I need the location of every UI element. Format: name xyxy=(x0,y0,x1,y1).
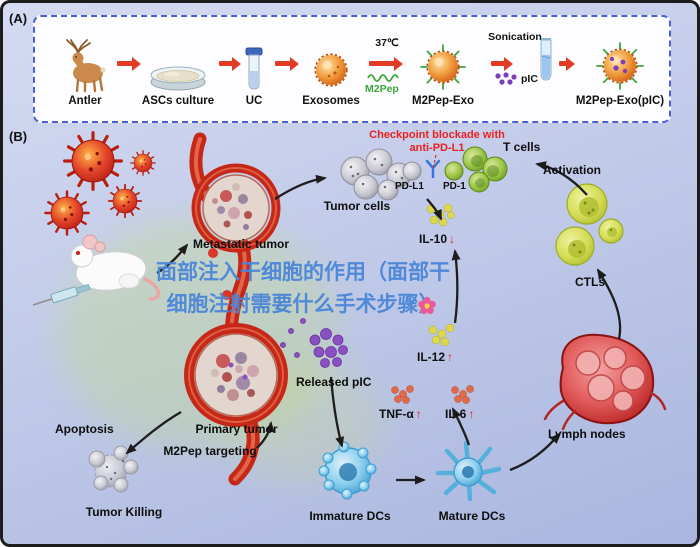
activation-label: Activation xyxy=(543,163,602,177)
il-6-label: IL-6↑ xyxy=(445,407,474,421)
apoptosis-label: Apoptosis xyxy=(55,422,114,436)
tnf-dots-icon xyxy=(391,385,414,404)
panel-b-label: (B) xyxy=(9,129,28,144)
step-label: UC xyxy=(245,95,263,107)
deer-icon xyxy=(47,33,123,93)
step-label: Exosomes xyxy=(302,95,360,107)
immature-dcs-label: Immature DCs xyxy=(309,509,391,523)
lymph-nodes-label: Lymph nodes xyxy=(548,427,626,441)
il-10-label: IL-10↓ xyxy=(419,232,455,246)
red-arrow-icon xyxy=(117,56,141,71)
step-label: M2Pep-Exo xyxy=(412,95,474,107)
up-arrow-icon: ↑ xyxy=(468,407,475,421)
tumor-cells-icon xyxy=(340,148,412,201)
watermark-text: 面部注入干细胞的作用（面部干细胞注射需要什么手术步骤） xyxy=(156,261,450,316)
petri-dish-icon xyxy=(135,33,221,93)
mouse-icon xyxy=(69,234,161,301)
m2pep-label: M2Pep xyxy=(365,83,399,95)
panel-a-label: (A) xyxy=(9,11,28,26)
green-glow xyxy=(58,218,338,448)
exosome-icon xyxy=(293,33,369,93)
centrifuge-tube-icon xyxy=(231,33,277,93)
tnf-alpha-label: TNF-α↑ xyxy=(379,407,422,421)
tumor-cells-label: Tumor cells xyxy=(323,199,391,213)
ctls-label: CTLs xyxy=(575,275,605,289)
sonication-label: Sonication xyxy=(488,31,542,43)
lymph-node-icon xyxy=(543,333,667,431)
cytokine-name: IL-6 xyxy=(445,407,467,421)
released-pic-icon xyxy=(280,318,348,368)
primary-tumor-icon xyxy=(194,333,278,417)
il-12-label: IL-12↑ xyxy=(417,350,453,364)
pic-dots-icon xyxy=(493,71,521,92)
step-label: Antler xyxy=(68,95,102,107)
m2pep-exosome-icon xyxy=(399,33,487,93)
step-antler: Antler xyxy=(47,33,123,107)
pic-label: pIC xyxy=(521,73,538,85)
red-arrow-icon xyxy=(275,56,299,71)
up-arrow-icon: ↑ xyxy=(415,407,422,421)
primary-tumor-label: Primary tumor xyxy=(195,422,278,436)
flower-icon xyxy=(417,296,437,321)
red-arrow-icon xyxy=(369,56,403,71)
step-m2pep-exo: M2Pep-Exo xyxy=(399,33,487,107)
red-arrow-icon xyxy=(219,56,241,71)
pd-l1-pd-1-icon xyxy=(402,154,464,181)
antibody-icon xyxy=(425,159,441,179)
pd-1-label: PD-1 xyxy=(443,181,466,192)
il-10-dots-icon xyxy=(426,203,455,227)
mature-dc-icon xyxy=(435,440,502,502)
m2pep-exosome-pic-icon xyxy=(569,33,671,93)
ctls-icon xyxy=(555,183,624,266)
step-ascs-culture: ASCs culture xyxy=(135,33,221,107)
step-uc: UC xyxy=(231,33,277,107)
cytokine-name: TNF-α xyxy=(379,407,414,421)
sonication-tube-icon xyxy=(535,37,557,88)
metastatic-tumor-label: Metastatic tumor xyxy=(192,237,290,251)
cytokine-name: IL-12 xyxy=(417,350,446,364)
m2pep-targeting-label: M2Pep targeting xyxy=(163,444,257,458)
red-arrow-icon xyxy=(491,56,513,71)
up-arrow-icon: ↑ xyxy=(447,350,454,364)
tumor-killing-label: Tumor Killing xyxy=(85,505,163,519)
exosome-particles-icon xyxy=(44,131,156,236)
il-6-dots-icon xyxy=(451,385,474,404)
m2pep-peptide-icon xyxy=(367,71,401,89)
tumor-killing-icon xyxy=(88,445,139,493)
pd-l1-label: PD-L1 xyxy=(395,181,424,192)
metastatic-tumor-icon xyxy=(202,174,270,242)
mature-dcs-label: Mature DCs xyxy=(438,509,506,523)
checkpoint-blockade-note: Checkpoint blockade with anti-PD-L1 xyxy=(369,129,505,155)
red-arrow-icon xyxy=(559,56,575,71)
syringe-icon xyxy=(32,283,91,306)
step-label: ASCs culture xyxy=(141,95,215,107)
step-m2pep-exo-pic: M2Pep-Exo(pIC) xyxy=(569,33,671,107)
temperature-label: 37℃ xyxy=(375,37,399,49)
down-arrow-icon: ↓ xyxy=(449,232,456,246)
t-cells-label: T cells xyxy=(503,140,541,154)
step-exosomes: Exosomes xyxy=(293,33,369,107)
cytokine-name: IL-10 xyxy=(419,232,448,246)
panel-a: Antler ASCs culture UC xyxy=(33,15,671,123)
immature-dc-icon xyxy=(318,441,377,500)
step-label: M2Pep-Exo(pIC) xyxy=(575,95,665,107)
released-pic-label: Released pIC xyxy=(296,375,372,389)
il-12-dots-icon xyxy=(428,323,455,347)
